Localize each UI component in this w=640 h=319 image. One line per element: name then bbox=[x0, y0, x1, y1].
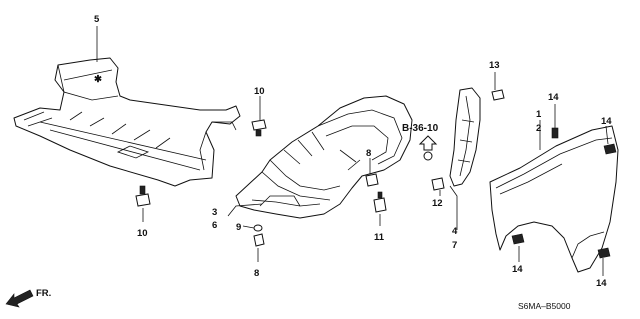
clip-9 bbox=[253, 224, 263, 232]
callout-11: 11 bbox=[374, 232, 385, 243]
callout-9: 9 bbox=[236, 222, 241, 233]
clip-13 bbox=[491, 89, 505, 101]
inner-fender-part-3-6 bbox=[235, 95, 413, 219]
callout-3: 3 bbox=[212, 207, 217, 218]
callout-10-top: 10 bbox=[254, 86, 265, 97]
front-fender-part-1-2 bbox=[489, 125, 619, 273]
callout-14-d: 14 bbox=[596, 278, 607, 289]
callout-7: 7 bbox=[452, 240, 457, 251]
front-direction-label: FR. bbox=[36, 288, 51, 299]
nut-b3610 bbox=[423, 151, 433, 161]
bolt-14-c bbox=[511, 233, 525, 245]
callout-10-bottom: 10 bbox=[137, 228, 148, 239]
bolt-14-b bbox=[603, 143, 617, 155]
callout-13: 13 bbox=[489, 60, 500, 71]
front-direction-arrow-icon bbox=[5, 289, 34, 308]
callout-14-b: 14 bbox=[601, 116, 612, 127]
callout-6: 6 bbox=[212, 220, 217, 231]
clip-11 bbox=[373, 191, 387, 213]
callout-5: 5 bbox=[94, 14, 100, 25]
under-cover-part-5 bbox=[13, 57, 241, 187]
clip-12 bbox=[431, 177, 445, 191]
callout-8-bottom: 8 bbox=[254, 268, 259, 279]
callout-2: 2 bbox=[536, 123, 541, 134]
clip-10-bottom bbox=[135, 185, 151, 207]
clip-8-bottom bbox=[253, 233, 265, 247]
callout-8-top: 8 bbox=[366, 148, 371, 159]
diagram-code: S6MA–B5000 bbox=[518, 301, 571, 311]
callout-14-a: 14 bbox=[548, 92, 559, 103]
reference-b-36-10: B-36-10 bbox=[402, 123, 439, 134]
bolt-14-a bbox=[551, 127, 559, 139]
screw-8-top bbox=[365, 173, 379, 187]
callout-1: 1 bbox=[536, 109, 542, 120]
leader-lines bbox=[96, 26, 609, 276]
reference-arrow bbox=[418, 135, 438, 151]
clip-10-top bbox=[251, 119, 267, 137]
callout-12: 12 bbox=[432, 198, 443, 209]
callout-14-c: 14 bbox=[512, 264, 523, 275]
callout-4: 4 bbox=[452, 226, 458, 237]
bolt-14-d bbox=[597, 247, 611, 259]
fender-bracket-part-4-7 bbox=[449, 87, 481, 187]
asterisk-mark: ✱ bbox=[94, 74, 103, 85]
